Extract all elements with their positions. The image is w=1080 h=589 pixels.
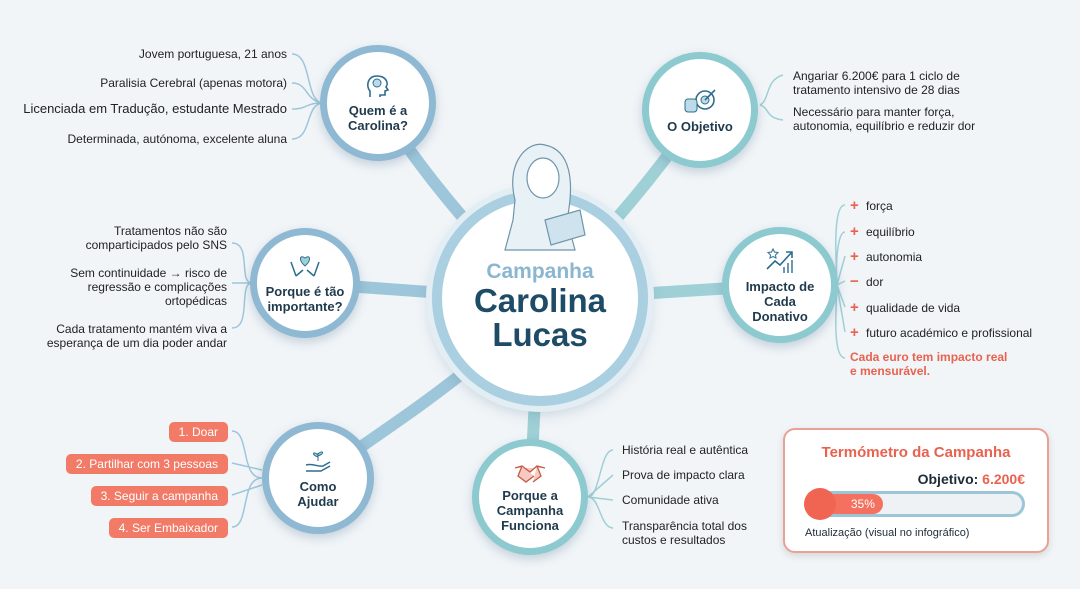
impacto-item: +autonomia — [850, 248, 923, 265]
node-title-line2: importante? — [267, 299, 343, 314]
minus-icon: − — [850, 273, 859, 290]
node-title-line2: Carolina? — [348, 118, 408, 133]
step-partilhar-button[interactable]: 2. Partilhar com 3 pessoas — [65, 454, 228, 474]
step-embaixador-button[interactable]: 4. Ser Embaixador — [108, 518, 228, 538]
thermometer-bulb-icon — [804, 488, 836, 520]
objetivo-item: Necessário para manter força, autonomia,… — [793, 105, 976, 133]
quem-item: Jovem portuguesa, 21 anos — [138, 47, 287, 61]
impacto-item: +futuro académico e profissional — [850, 324, 1033, 341]
funciona-item: Comunidade ativa — [622, 493, 719, 507]
node-como-ajudar: Como Ajudar — [262, 422, 374, 534]
goal-label: Objetivo: — [917, 471, 979, 487]
impacto-item: +força — [850, 197, 893, 214]
node-title-line3: Donativo — [752, 308, 808, 324]
progress-label: 35% — [850, 497, 875, 511]
hands-heart-icon — [290, 256, 320, 277]
plus-icon: + — [850, 299, 859, 316]
center-title-node: Campanha Carolina Lucas — [432, 143, 648, 406]
funciona-item: Prova de impacto clara — [622, 468, 745, 482]
hand-plant-icon — [305, 451, 331, 472]
node-title-line1: Porque a — [502, 487, 558, 503]
center-subtitle: Campanha — [486, 260, 594, 283]
center-name-last: Lucas — [492, 316, 588, 353]
node-porque-e-tao-importante: Porque é tão importante? — [250, 228, 360, 338]
thermometer-title: Termómetro da Campanha — [821, 444, 1011, 461]
goal-line: Objetivo: 6.200€ — [785, 471, 1025, 487]
plus-icon: + — [850, 324, 859, 341]
growth-chart-star-icon — [766, 247, 793, 273]
quem-item: Licenciada em Tradução, estudante Mestra… — [23, 101, 287, 116]
node-title-line2: Ajudar — [297, 494, 339, 509]
funciona-item: Transparência total dos custos e resulta… — [622, 519, 747, 547]
node-impacto-de-cada-donativo: Impacto de Cada Donativo — [722, 227, 838, 343]
plus-icon: + — [850, 197, 859, 214]
node-title-line1: Como — [299, 479, 337, 494]
head-brain-icon — [367, 75, 390, 97]
node-title-line1: Impacto de — [745, 278, 815, 294]
node-quem-e-a-carolina: Quem é a Carolina? — [320, 45, 436, 161]
progress-bar: 35% — [804, 488, 1025, 520]
plus-icon: + — [850, 248, 859, 265]
impacto-note: Cada euro tem impacto real e mensurável. — [850, 350, 1008, 378]
plus-icon: + — [850, 223, 859, 240]
campaign-thermometer-card: Termómetro da Campanha Objetivo: 6.200€ … — [783, 428, 1049, 553]
quem-item: Determinada, autónoma, excelente aluna — [67, 132, 287, 146]
handshake-icon — [514, 464, 546, 483]
node-title: O Objetivo — [667, 118, 733, 134]
impacto-item: +qualidade de vida — [850, 299, 961, 316]
step-doar-button[interactable]: 1. Doar — [168, 422, 228, 442]
node-title-line1: Porque é tão — [265, 284, 345, 299]
quem-item: Paralisia Cerebral (apenas motora) — [100, 76, 287, 90]
impacto-item: +equilíbrio — [850, 223, 915, 240]
node-title-line1: Quem é a — [348, 103, 408, 118]
woman-reading-illustration — [504, 143, 586, 251]
target-coins-icon — [684, 88, 716, 112]
node-o-objetivo: O Objetivo — [642, 52, 758, 168]
node-title-line2: Campanha — [496, 502, 564, 518]
thermometer-caption: Atualização (visual no infográfico) — [805, 527, 970, 539]
impacto-item: −dor — [850, 273, 884, 290]
funciona-item: História real e autêntica — [622, 443, 749, 457]
importante-item: Cada tratamento mantém viva a esperança … — [46, 322, 227, 350]
center-name-first: Carolina — [473, 282, 607, 319]
node-title-line2: Cada — [764, 293, 796, 309]
node-porque-a-campanha-funciona: Porque a Campanha Funciona — [472, 439, 588, 555]
importante-item: Tratamentos não são comparticipados pelo… — [85, 224, 227, 252]
goal-value: 6.200€ — [982, 471, 1025, 487]
importante-item: Sem continuidade → risco de regressão e … — [70, 266, 227, 308]
objetivo-item: Angariar 6.200€ para 1 ciclo de tratamen… — [793, 69, 960, 97]
node-title-line3: Funciona — [501, 517, 559, 533]
step-seguir-button[interactable]: 3. Seguir a campanha — [90, 486, 228, 506]
